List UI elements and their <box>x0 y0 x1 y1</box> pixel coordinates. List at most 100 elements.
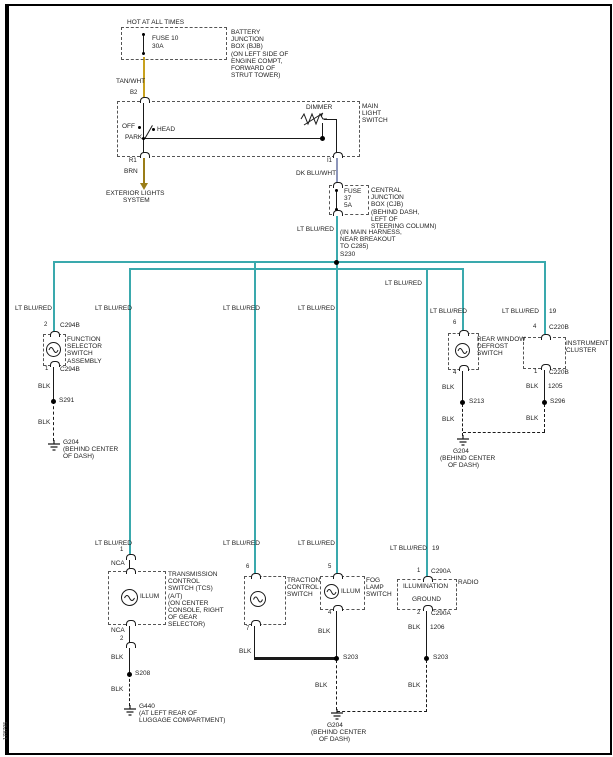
fuse10-rating: 30A <box>152 43 164 50</box>
label-line: ENGINE COMPT, <box>231 57 283 65</box>
label-line: SWITCH (TCS) <box>168 585 213 593</box>
connector-arc-radio-bottom <box>423 605 433 611</box>
wire-blk-radio-dashed-h <box>337 711 427 712</box>
label-line: LIGHT <box>362 110 382 118</box>
defrost-pin-in: 6 <box>453 320 457 326</box>
label-line: FORWARD OF <box>231 65 276 73</box>
traction-name: TRACTION CONTROL SWITCH <box>287 577 320 599</box>
transmission-pin-out: 2 <box>120 636 124 642</box>
label-line: NEAR BREAKOUT <box>340 236 396 244</box>
splice-s296 <box>542 400 547 405</box>
wire-label-ltblured-traction: LT BLU/RED <box>223 305 260 312</box>
fuse37-label: FUSE 37 5A <box>344 188 361 210</box>
mls-off-label: OFF <box>122 123 135 130</box>
harness-note: (IN MAIN HARNESS, NEAR BREAKOUT TO C285) <box>340 229 402 251</box>
connector-arc-funcsel-bottom <box>50 361 60 367</box>
mls-head-label: HEAD <box>157 126 176 133</box>
exterior-lights-dest: EXTERIOR LIGHTS SYSTEM <box>106 190 165 204</box>
label-line: SWITCH <box>287 591 313 599</box>
fog-name: FOG LAMP SWITCH <box>366 577 392 599</box>
wire-blk-fog <box>336 608 337 660</box>
label-line: CENTRAL <box>371 187 402 194</box>
funcsel-name: FUNCTION SELECTOR SWITCH ASSEMBLY <box>67 336 102 365</box>
wire-blk-funcsel <box>53 364 54 402</box>
label-line: 5A <box>344 202 352 210</box>
splice-s208 <box>127 672 132 677</box>
transmission-ground-note: (AT LEFT REAR OF LUGGAGE COMPARTMENT) <box>139 710 225 724</box>
wire-blk-transmission <box>129 623 130 674</box>
splice-s230 <box>334 260 339 265</box>
fog-lamp-label: ILLUM <box>341 588 361 595</box>
fog-ground-note: (BEHIND CENTER OF DASH) <box>311 729 366 743</box>
label-line: JUNCTION <box>231 36 264 44</box>
fog-wire-blk: BLK <box>318 628 331 635</box>
mls-dimmer-label: DIMMER <box>306 104 333 111</box>
label-line: STEERING COLUMN) <box>371 223 437 231</box>
fog-pin-out: 4 <box>328 610 332 616</box>
label-line: (AT LEFT REAR OF <box>139 710 198 717</box>
funcsel-conn-in: C294B <box>60 322 80 329</box>
funcsel-pin-in: 2 <box>44 322 48 328</box>
label-line: (A/T) <box>168 592 183 600</box>
defrost-ground-label: G204 <box>453 448 469 455</box>
funcsel-pin-out: 1 <box>45 366 49 372</box>
traction-wire-blk: BLK <box>239 648 252 655</box>
cluster-conn-in: C220B <box>549 324 569 331</box>
splice-s291 <box>51 399 56 404</box>
wire-blk-fog-dashed <box>336 660 337 710</box>
switch-head-contact <box>152 128 155 131</box>
label-line: REAR WINDOW <box>477 336 526 343</box>
label-line: BATTERY <box>231 29 261 36</box>
label-line: SELECTOR <box>67 343 102 351</box>
radio-inner-illumination: ILLUMINATION <box>403 583 449 590</box>
label-line: MAIN <box>362 103 379 110</box>
lamp-icon <box>250 591 266 607</box>
splice-s213-label: S213 <box>469 398 485 405</box>
connector-arc-i1 <box>333 152 343 158</box>
lamp-icon <box>455 343 470 358</box>
wire-blk-defrost-dashed <box>462 404 463 436</box>
connector-arc-radio-top <box>423 576 433 582</box>
wire-label-ltblured-radio: LT BLU/RED <box>390 545 427 552</box>
label-line: JUNCTION <box>371 194 404 202</box>
pin-i1: I1 <box>327 158 333 164</box>
funcsel-conn-out: C294B <box>60 366 80 373</box>
connector-arc-defrost-bottom <box>459 365 469 371</box>
pin-r1: R1 <box>129 158 137 164</box>
wire-ltblured-fog <box>336 262 338 574</box>
connector-arc-fog-bottom <box>333 605 343 611</box>
wire-dk-blu-wht <box>336 158 338 186</box>
connector-arc-cluster-top <box>541 334 551 340</box>
wire-ltblured-bus-a <box>53 261 545 263</box>
dimmer-out-wire <box>324 119 337 120</box>
label-line: DEFROST <box>477 343 509 351</box>
radio-pin-out: 2 <box>417 610 421 616</box>
label-line: (BEHIND CENTER <box>440 455 496 462</box>
connector-arc-cluster-bottom <box>541 364 551 370</box>
fog-ground-label: G204 <box>327 722 343 729</box>
connector-arc-r1 <box>140 152 150 158</box>
label-line: (BEHIND CENTER <box>63 446 119 453</box>
label-line: BOX (BJB) <box>231 43 263 51</box>
cluster-pin-in: 4 <box>533 324 537 330</box>
traction-switch-box <box>244 576 286 625</box>
label-line: OF DASH) <box>63 453 95 461</box>
funcsel-ground-label: G204 <box>63 439 79 446</box>
splice-s296-label: S296 <box>550 398 566 405</box>
mls-name: MAIN LIGHT SWITCH <box>362 103 388 125</box>
fuse10-label: FUSE 10 <box>152 35 179 42</box>
page-border <box>5 4 612 755</box>
cluster-conn-out: C220B <box>549 369 569 376</box>
label-line: (BEHIND CENTER <box>311 729 367 736</box>
label-line: TO C285) <box>340 243 369 251</box>
splice-s203-radio <box>424 656 429 661</box>
connector-arc-b2 <box>140 97 150 103</box>
main-light-switch-box <box>117 101 360 157</box>
wire-ltblured-traction <box>254 261 256 574</box>
wire-blk-funcsel-dashed <box>53 401 54 441</box>
dimmer-junction <box>320 136 325 141</box>
splice-s291-label: S291 <box>59 397 75 404</box>
wire-label-ltblured-main: LT BLU/RED <box>297 226 334 233</box>
wire-label-ltblured-radio-upper: LT BLU/RED <box>385 280 422 287</box>
fuse10-terminal-bottom <box>142 52 145 55</box>
